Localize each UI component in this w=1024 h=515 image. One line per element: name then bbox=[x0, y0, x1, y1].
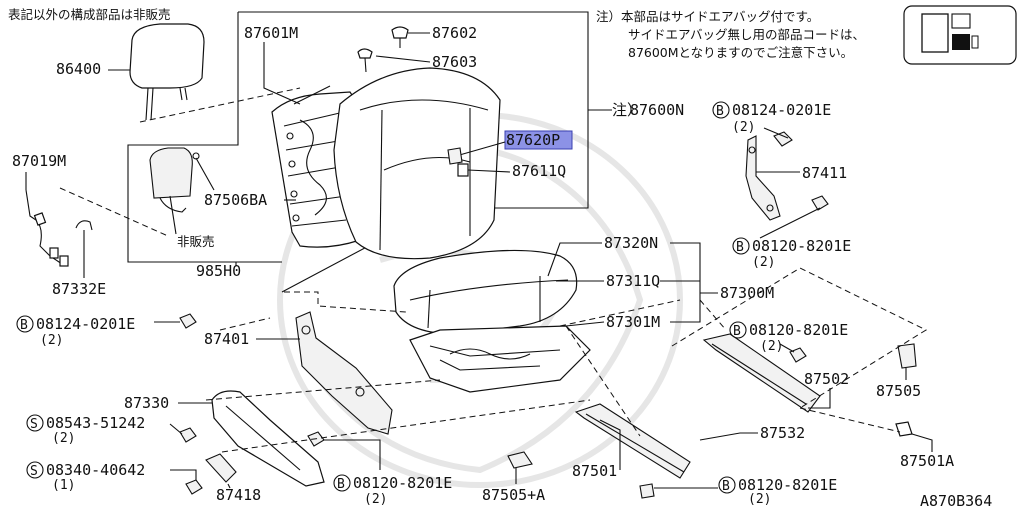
label-87603: 87603 bbox=[432, 53, 477, 71]
rail-group-box bbox=[671, 267, 928, 409]
label-08543-qty: (2) bbox=[52, 431, 75, 446]
headrest-guide-line bbox=[139, 87, 301, 123]
bolt-symbol-text-bottom-right: B bbox=[722, 479, 730, 494]
bolt-symbol-text-left: B bbox=[20, 318, 28, 333]
screw-87603 bbox=[357, 48, 373, 59]
label-87602: 87602 bbox=[432, 24, 477, 42]
back-to-cushion-guide bbox=[284, 291, 407, 313]
bolt-symbol-bottom bbox=[333, 474, 351, 492]
airbag-harness bbox=[25, 189, 93, 267]
label-87532: 87532 bbox=[760, 424, 805, 442]
label-08120-bottom-qty: (2) bbox=[364, 492, 387, 507]
note-line-1: 注）本部品はサイドエアバッグ付です。 bbox=[596, 9, 819, 24]
label-08124-left-qty: (2) bbox=[40, 333, 63, 348]
clip-87505 bbox=[897, 343, 917, 369]
label-87501: 87501 bbox=[572, 462, 617, 480]
label-08120-bottom-right-qty: (2) bbox=[748, 492, 771, 507]
label-note-mark: 注） bbox=[612, 101, 642, 119]
label-86400: 86400 bbox=[56, 60, 101, 78]
label-87300M: 87300M bbox=[720, 284, 774, 302]
label-87320N: 87320N bbox=[604, 234, 658, 252]
clip-87505A bbox=[507, 451, 533, 469]
seat-slide-rail-upper bbox=[702, 333, 821, 413]
screw-symbol-text-1: S bbox=[30, 417, 38, 432]
label-87502: 87502 bbox=[804, 370, 849, 388]
label-87611Q: 87611Q bbox=[512, 162, 566, 180]
bolt-symbol-text-mid: B bbox=[733, 324, 741, 339]
label-87301M: 87301M bbox=[606, 313, 660, 331]
label-985H0: 985H0 bbox=[196, 262, 241, 280]
lever-87418 bbox=[205, 453, 237, 483]
note-line-3: 87600Mとなりますのでご注意下さい。 bbox=[628, 45, 853, 60]
seat-cushion-frame bbox=[409, 325, 591, 393]
label-87505: 87505 bbox=[876, 382, 921, 400]
bolt-symbol-text-right: B bbox=[736, 240, 744, 255]
bolt-icons bbox=[179, 131, 829, 499]
label-08340-qty: (1) bbox=[52, 478, 75, 493]
label-87501A: 87501A bbox=[900, 452, 954, 470]
label-87418: 87418 bbox=[216, 486, 261, 504]
label-08120-bottom-right: 08120-8201E bbox=[738, 476, 837, 494]
diagram-code: A870B364 bbox=[920, 492, 992, 510]
label-08120-mid: 08120-8201E bbox=[749, 321, 848, 339]
label-08120-mid-qty: (2) bbox=[760, 339, 783, 354]
bolt-symbol-text-bottom: B bbox=[337, 477, 345, 492]
note-line-2: サイドエアバッグ無し用の部品コードは、 bbox=[628, 27, 865, 42]
highlight-87620P bbox=[504, 130, 573, 150]
bolt-symbol-text-top: B bbox=[716, 104, 724, 119]
label-87505A: 87505+A bbox=[482, 486, 545, 504]
label-08120-right-qty: (2) bbox=[752, 255, 775, 270]
label-08124-left: 08124-0201E bbox=[36, 315, 135, 333]
side-airbag-module bbox=[149, 147, 200, 213]
label-87600N: 87600N bbox=[630, 101, 684, 119]
bolt-left-guide bbox=[219, 317, 271, 331]
label-08340: 08340-40642 bbox=[46, 461, 145, 479]
label-not-sold: 非販売 bbox=[177, 234, 215, 249]
rail-guide bbox=[559, 299, 727, 331]
label-87411: 87411 bbox=[802, 164, 847, 182]
label-87401: 87401 bbox=[204, 330, 249, 348]
label-87330: 87330 bbox=[124, 394, 169, 412]
label-08124-top-qty: (2) bbox=[732, 120, 755, 135]
part-87620P bbox=[447, 147, 463, 165]
label-87506BA: 87506BA bbox=[204, 191, 267, 209]
not-sold-notice: 表記以外の構成部品は非販売 bbox=[8, 7, 171, 22]
clip-guide bbox=[799, 407, 901, 433]
label-87019M: 87019M bbox=[12, 152, 66, 170]
harness-guide-line bbox=[59, 187, 169, 237]
label-08124-top: 08124-0201E bbox=[732, 101, 831, 119]
seat-back-cushion bbox=[333, 67, 501, 260]
bolt-symbol-top bbox=[712, 101, 730, 119]
label-08120-bottom: 08120-8201E bbox=[353, 474, 452, 492]
screw-symbol-text-2: S bbox=[30, 464, 38, 479]
bolt-symbol-bottom-right bbox=[718, 476, 736, 494]
bolt-symbol-left bbox=[16, 315, 34, 333]
seat-position-icon bbox=[903, 5, 1017, 65]
bolt-symbol-mid bbox=[729, 321, 747, 339]
clip-87501A bbox=[895, 421, 913, 437]
recliner-cover bbox=[211, 390, 325, 487]
recliner-guide bbox=[205, 379, 591, 453]
bolt-symbol-right bbox=[732, 237, 750, 255]
screw-symbol-2 bbox=[26, 461, 44, 479]
bracket-87411 bbox=[745, 135, 781, 221]
lower-rail-guide bbox=[565, 325, 641, 437]
backrest-hook bbox=[293, 85, 331, 105]
label-08543: 08543-51242 bbox=[46, 414, 145, 432]
label-87332E: 87332E bbox=[52, 280, 106, 298]
headrest bbox=[129, 23, 205, 121]
screw-symbol-1 bbox=[26, 414, 44, 432]
recliner-bracket bbox=[295, 311, 393, 435]
label-08120-right: 08120-8201E bbox=[752, 237, 851, 255]
label-87311Q: 87311Q bbox=[606, 272, 660, 290]
label-87620P[interactable]: 87620P bbox=[506, 131, 560, 149]
clip-87602 bbox=[391, 26, 409, 39]
label-87601M: 87601M bbox=[244, 24, 298, 42]
